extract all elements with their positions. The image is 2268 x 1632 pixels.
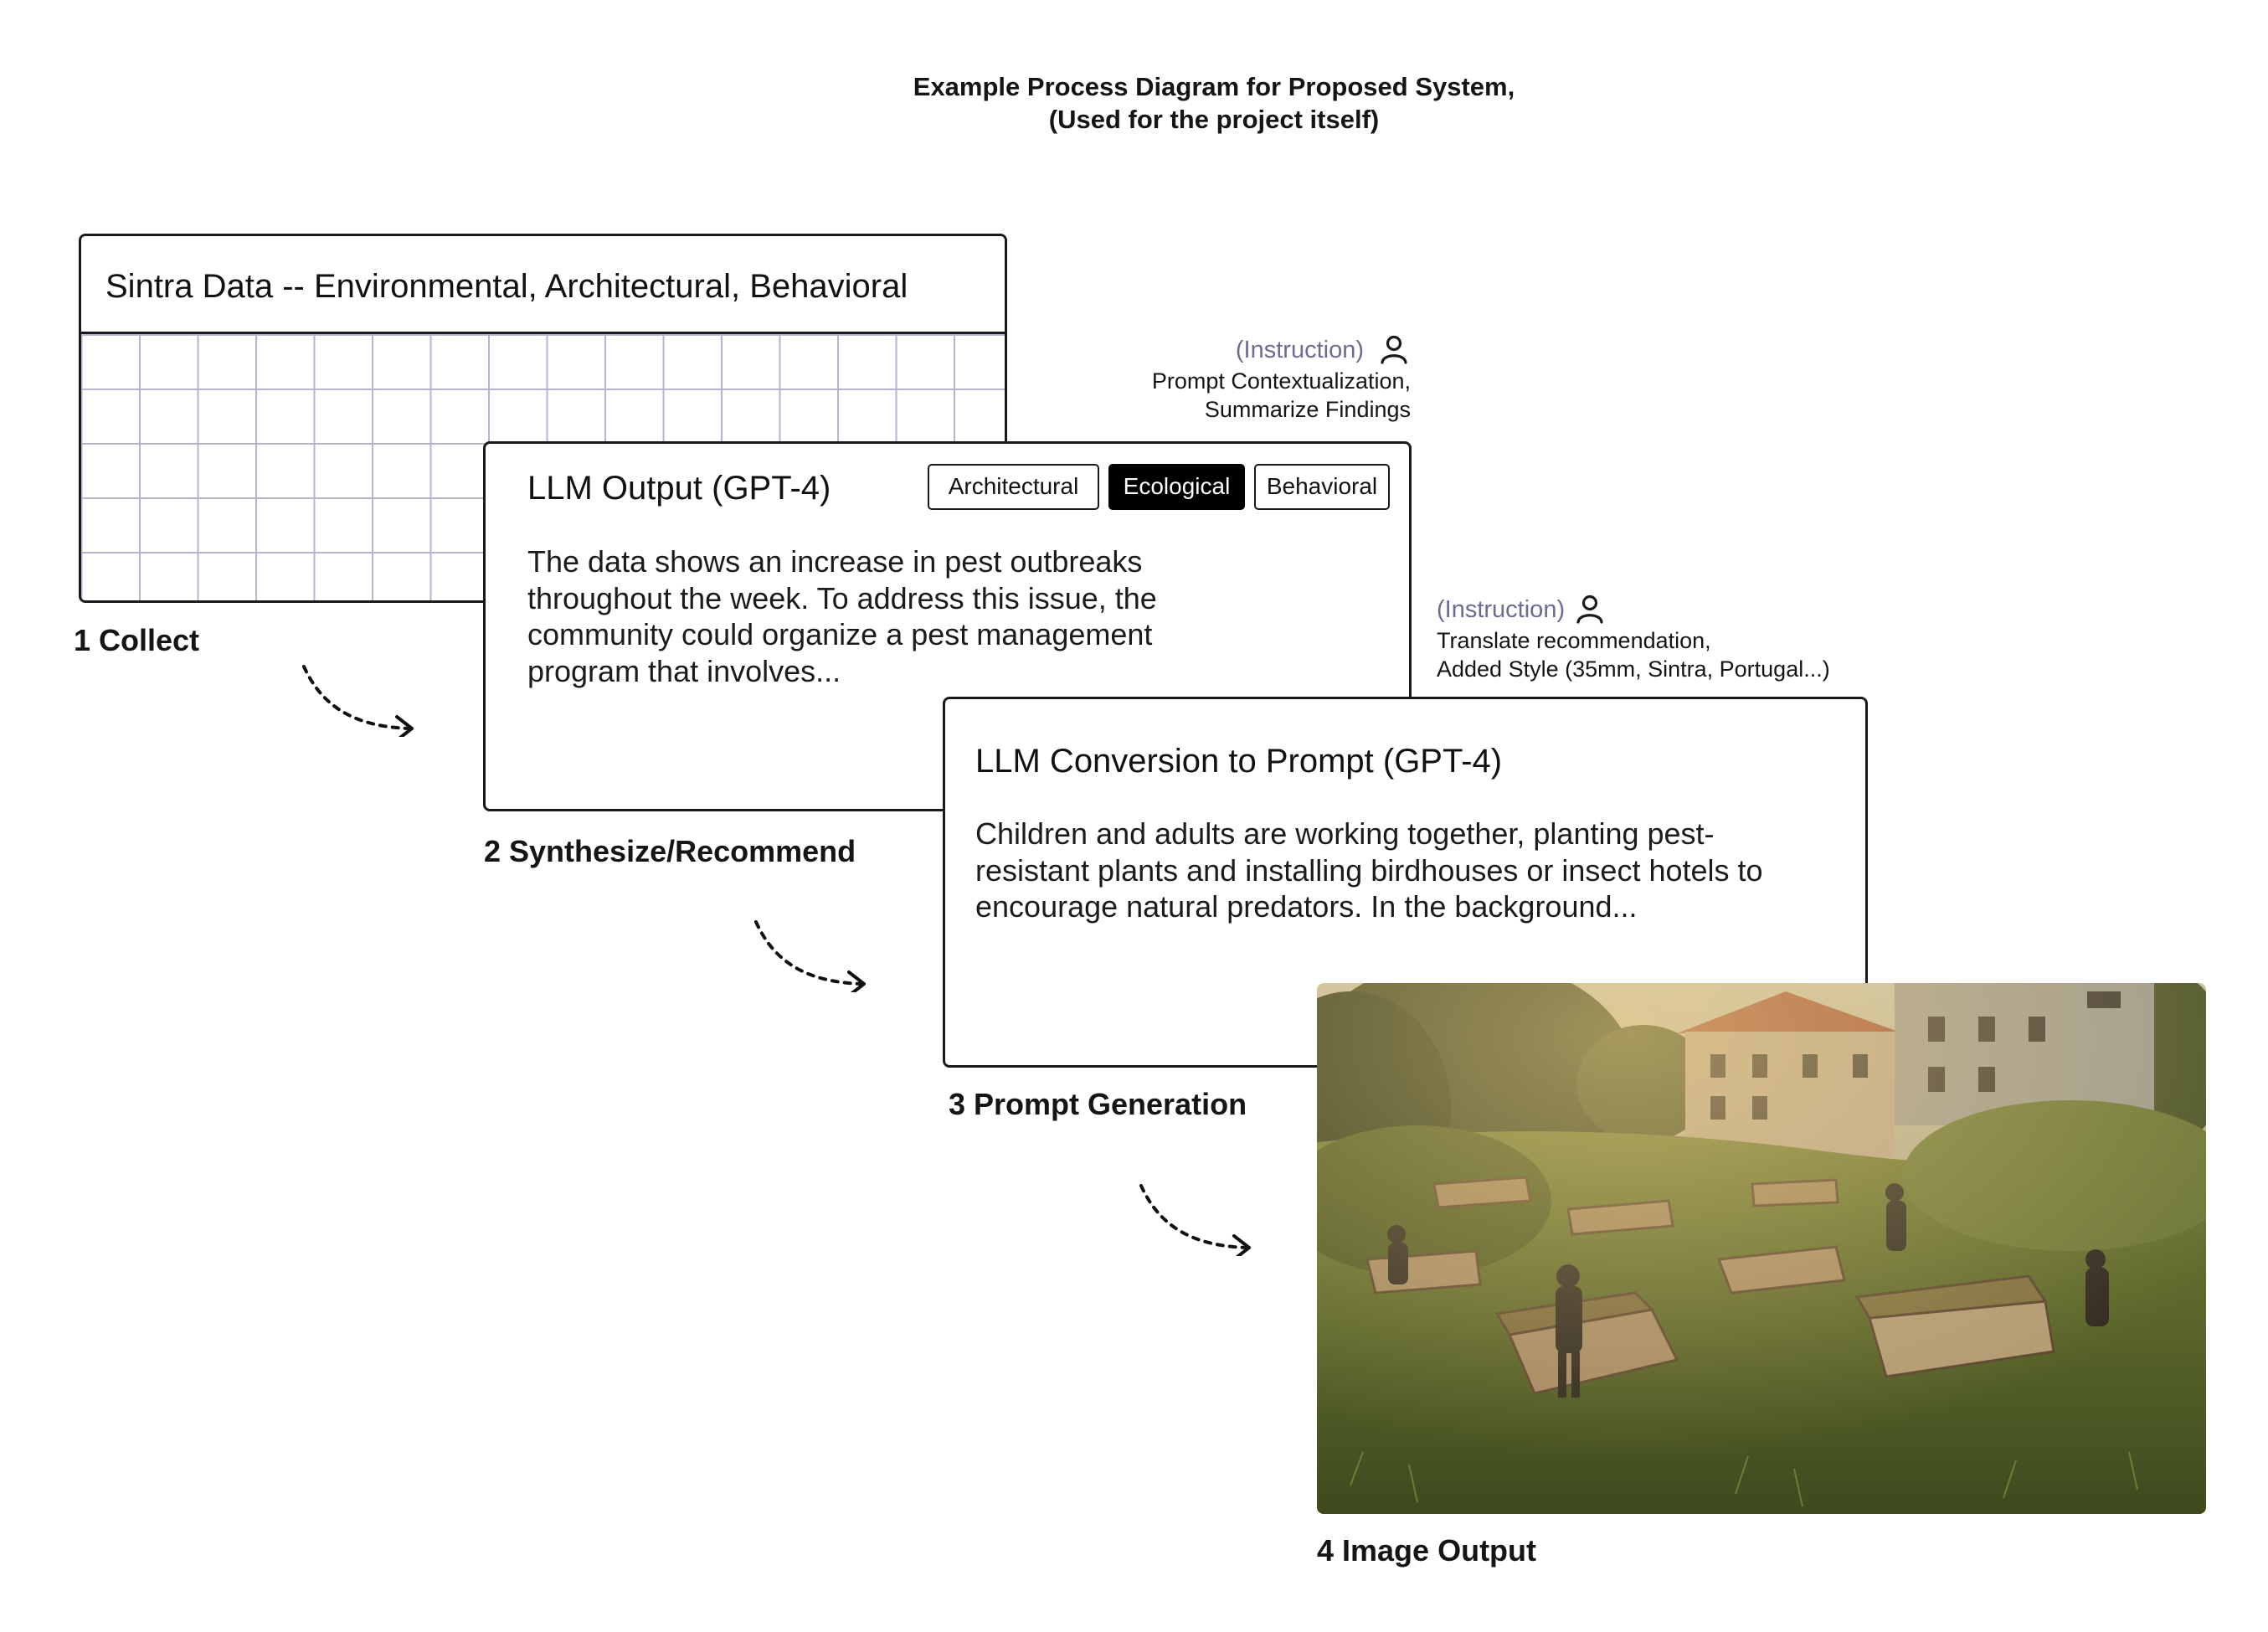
instruction-text-line1: Prompt Contextualization, xyxy=(1151,368,1411,394)
flow-arrow-icon xyxy=(754,920,866,992)
llm-conversion-body: Children and adults are working together… xyxy=(975,816,1763,924)
step-prompt-label: 3 Prompt Generation xyxy=(949,1087,1247,1121)
step-image-label: 4 Image Output xyxy=(1317,1533,1537,1568)
instruction-text-line2: Added Style (35mm, Sintra, Portugal...) xyxy=(1437,656,1830,682)
llm-conversion-title: LLM Conversion to Prompt (GPT-4) xyxy=(975,743,1503,780)
data-card-header: Sintra Data -- Environmental, Architectu… xyxy=(81,236,1005,334)
step-synthesize-label: 2 Synthesize/Recommend xyxy=(484,834,856,868)
llm-output-body: The data shows an increase in pest outbr… xyxy=(527,544,1157,688)
flow-arrow-icon xyxy=(1139,1184,1251,1256)
person-icon xyxy=(1381,335,1407,364)
tag-ecological[interactable]: Ecological xyxy=(1108,464,1245,510)
diagram-title: Example Process Diagram for Proposed Sys… xyxy=(0,70,2268,136)
llm-output-title: LLM Output (GPT-4) xyxy=(527,470,831,507)
diagram-title-line2: (Used for the project itself) xyxy=(1048,105,1380,134)
instruction-annotation-2: (Instruction) Translate recommendation, … xyxy=(1437,593,1905,683)
diagram-title-line1: Example Process Diagram for Proposed Sys… xyxy=(913,72,1515,101)
flow-arrow-icon xyxy=(302,665,414,737)
instruction-text-line2: Summarize Findings xyxy=(1204,397,1411,422)
instruction-label: (Instruction) xyxy=(1437,596,1566,623)
instruction-text-line1: Translate recommendation, xyxy=(1437,628,1711,653)
person-icon xyxy=(1576,595,1603,624)
tag-behavioral[interactable]: Behavioral xyxy=(1254,464,1390,510)
data-card-title: Sintra Data -- Environmental, Architectu… xyxy=(105,268,908,305)
generated-image-output xyxy=(1317,983,2206,1514)
instruction-annotation-1: (Instruction) Prompt Contextualization, … xyxy=(1088,333,1411,424)
tag-architectural[interactable]: Architectural xyxy=(928,464,1099,510)
instruction-label: (Instruction) xyxy=(1235,337,1364,363)
step-collect-label: 1 Collect xyxy=(74,623,200,657)
